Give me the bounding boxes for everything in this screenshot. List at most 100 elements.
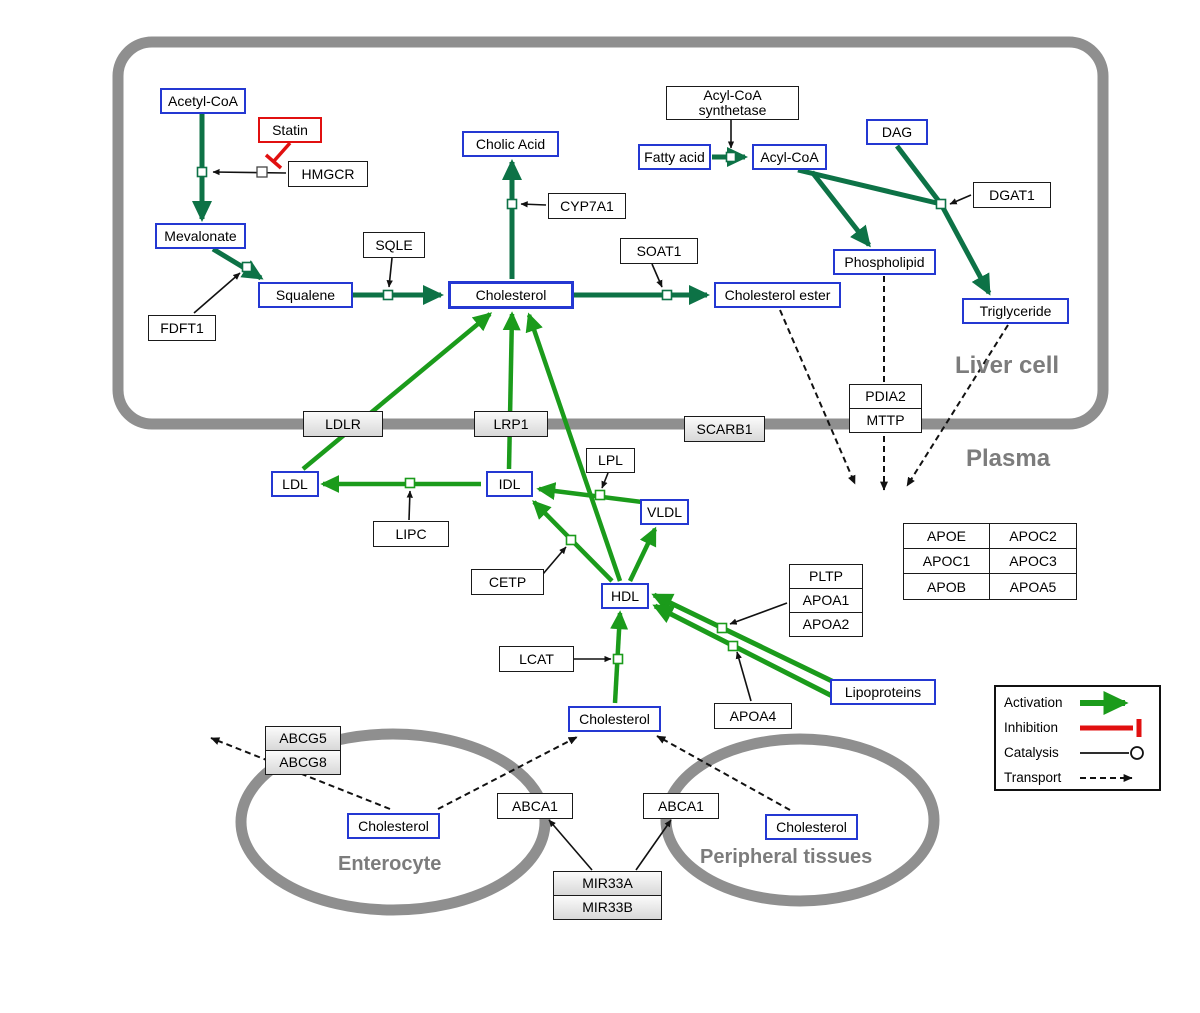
edge-mir33-to-abca1-left [548, 819, 593, 871]
node-mir33a[interactable]: MIR33A [553, 871, 662, 896]
edge-cholesterol-ester-secretion [779, 309, 856, 485]
edge-lpl-catalysis [601, 472, 609, 489]
node-scarb1[interactable]: SCARB1 [684, 416, 765, 442]
peripheral-tissues-label: Peripheral tissues [700, 846, 873, 868]
reaction-node [382, 289, 394, 301]
node-cetp[interactable]: CETP [471, 569, 544, 595]
reaction-node [661, 289, 673, 301]
reaction-node [612, 653, 624, 665]
statin-inhibition-bar [264, 153, 283, 170]
node-dag[interactable]: DAG [866, 119, 928, 145]
apo-table-cell-apob[interactable]: APOB [904, 574, 990, 599]
node-acyl-coa-synthetase[interactable]: Acyl-CoA synthetase [666, 86, 799, 120]
node-cholesterol-plasma[interactable]: Cholesterol [568, 706, 661, 732]
edge-enterocyte-cholesterol-to-plasma [437, 736, 578, 810]
edge-mir33-to-abca1-right [635, 819, 672, 871]
edge-dgat1-catalysis [949, 194, 972, 205]
node-abcg5[interactable]: ABCG5 [265, 726, 341, 751]
node-cholesterol-ester[interactable]: Cholesterol ester [714, 282, 841, 308]
node-hmgcr[interactable]: HMGCR [288, 161, 368, 187]
node-apoa2[interactable]: APOA2 [789, 612, 863, 637]
edge-dgat-node-to-triglyceride [938, 202, 992, 296]
edge-dag-to-dgat-node [895, 144, 943, 206]
reaction-node [935, 198, 947, 210]
edge-mevalonate-to-squalene [211, 246, 264, 281]
node-ldl[interactable]: LDL [271, 471, 319, 497]
node-lrp1[interactable]: LRP1 [474, 411, 548, 437]
node-apoa4[interactable]: APOA4 [714, 703, 792, 729]
node-cholesterol-enterocyte[interactable]: Cholesterol [347, 813, 440, 839]
edge-soat1-catalysis [651, 263, 663, 288]
node-idl[interactable]: IDL [486, 471, 533, 497]
node-lipoproteins[interactable]: Lipoproteins [830, 679, 936, 705]
node-fdft1[interactable]: FDFT1 [148, 315, 216, 341]
legend-transport-label: Transport [1004, 770, 1062, 785]
edge-cetp-catalysis [542, 546, 567, 575]
edge-cyp7a1-catalysis [520, 201, 547, 208]
node-fatty-acid[interactable]: Fatty acid [638, 144, 711, 170]
edge-statin-inhibits-hmgcr [272, 141, 292, 163]
node-lipc[interactable]: LIPC [373, 521, 449, 547]
liver-cell-compartment [112, 36, 1109, 430]
node-acyl-coa[interactable]: Acyl-CoA [752, 144, 827, 170]
edge-fdft1-catalysis [193, 272, 241, 314]
node-mir33b[interactable]: MIR33B [553, 895, 662, 920]
edge-triglyceride-secretion [906, 324, 1009, 487]
legend-catalysis-label: Catalysis [1004, 745, 1059, 760]
reaction-node [565, 534, 577, 546]
apo-table-cell-apoc1[interactable]: APOC1 [904, 549, 990, 574]
node-abca1-peripheral[interactable]: ABCA1 [643, 793, 719, 819]
hmgcr-catalysis-port [256, 166, 268, 178]
apo-table-cell-apoa5[interactable]: APOA5 [1009, 578, 1057, 595]
node-acetyl-coa[interactable]: Acetyl-CoA [160, 88, 246, 114]
edge-sqle-catalysis [386, 257, 393, 288]
node-abcg8[interactable]: ABCG8 [265, 750, 341, 775]
apo-table-cell-apoc3[interactable]: APOC3 [990, 549, 1076, 574]
legend-inhibition-label: Inhibition [1004, 720, 1059, 735]
enterocyte-compartment [235, 728, 551, 916]
edge-enterocyte-cholesterol-efflux-abcg [210, 737, 391, 810]
node-abca1-enterocyte[interactable]: ABCA1 [497, 793, 573, 819]
node-lcat[interactable]: LCAT [499, 646, 574, 672]
node-phospholipid[interactable]: Phospholipid [833, 249, 936, 275]
node-apoa1[interactable]: APOA1 [789, 588, 863, 613]
node-lpl[interactable]: LPL [586, 448, 635, 473]
node-ldlr[interactable]: LDLR [303, 411, 383, 437]
node-cholesterol-liver[interactable]: Cholesterol [448, 281, 574, 309]
edge-hmgcr-catalysis [212, 168, 287, 176]
edge-acylcoa-to-dgat-node [797, 167, 942, 207]
edge-lipoproteins-to-hdl-lower [652, 603, 842, 703]
edge-ldl-to-liver-cholesterol [301, 312, 493, 471]
node-cholesterol-peripheral[interactable]: Cholesterol [765, 814, 858, 840]
apo-table-cell-apoe[interactable]: APOE [904, 524, 990, 549]
node-dgat1[interactable]: DGAT1 [973, 182, 1051, 208]
edge-idl-to-liver-cholesterol [502, 311, 521, 470]
reaction-node [594, 489, 606, 501]
reaction-node [506, 198, 518, 210]
edge-acylcoa-to-phospholipid [810, 170, 871, 248]
apo-table-cell-apoc2[interactable]: APOC2 [990, 524, 1076, 549]
legend-activation-label: Activation [1004, 695, 1063, 710]
edge-apoa4-catalysis [735, 651, 752, 702]
node-vldl[interactable]: VLDL [640, 499, 689, 525]
node-cyp7a1[interactable]: CYP7A1 [548, 193, 626, 219]
node-pltp[interactable]: PLTP [789, 564, 863, 589]
node-statin[interactable]: Statin [258, 117, 322, 143]
node-cholic-acid[interactable]: Cholic Acid [462, 131, 559, 157]
node-hdl[interactable]: HDL [601, 583, 649, 609]
liver-cell-label: Liver cell [955, 352, 1060, 379]
node-pdia2[interactable]: PDIA2 [849, 384, 922, 409]
enterocyte-label: Enterocyte [338, 853, 442, 875]
legend-catalysis-circle [1130, 746, 1144, 760]
reaction-node [404, 477, 416, 489]
node-sqle[interactable]: SQLE [363, 232, 425, 258]
node-mevalonate[interactable]: Mevalonate [155, 223, 246, 249]
apolipoprotein-table: APOE APOC2 APOC1 APOC3 APOB APOA5 [903, 523, 1077, 600]
node-triglyceride[interactable]: Triglyceride [962, 298, 1069, 324]
node-mttp[interactable]: MTTP [849, 408, 922, 433]
node-soat1[interactable]: SOAT1 [620, 238, 698, 264]
node-squalene[interactable]: Squalene [258, 282, 353, 308]
legend-box [994, 685, 1161, 791]
